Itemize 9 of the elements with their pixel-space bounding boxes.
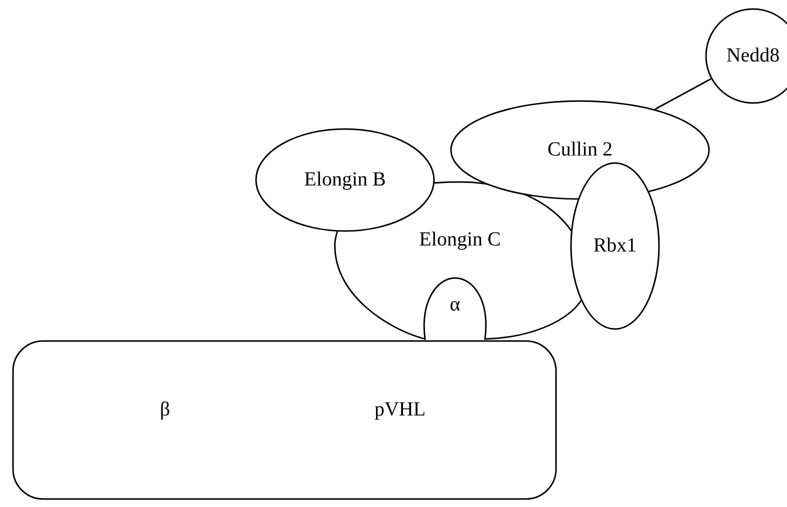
connector-line (654, 78, 712, 110)
protein-label: Elongin C (419, 228, 501, 252)
domain-label: β (160, 398, 170, 422)
protein-label: pVHL (374, 398, 426, 422)
protein-label: Cullin 2 (548, 138, 612, 162)
domain-label: α (450, 294, 460, 316)
protein-label: Rbx1 (593, 234, 637, 258)
protein-label: Nedd8 (726, 44, 780, 68)
protein-label: Elongin B (304, 168, 386, 192)
